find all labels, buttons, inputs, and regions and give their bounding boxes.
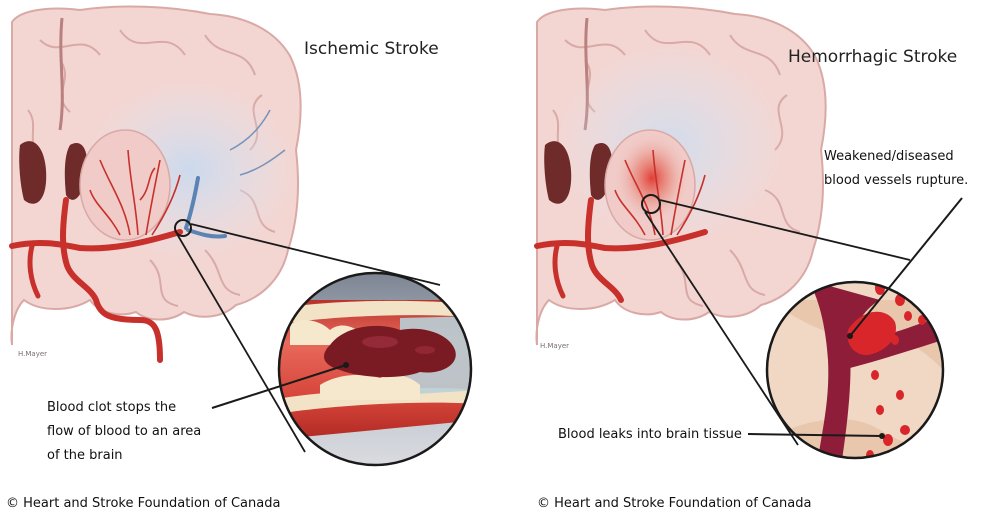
left-artist-signature: H.Mayer (18, 350, 47, 358)
left-copyright-credit: © Heart and Stroke Foundation of Canada (6, 496, 280, 511)
hemorrhagic-stroke-title: Hemorrhagic Stroke (788, 47, 957, 67)
left-midline-fissure (60, 18, 62, 130)
left-basal-ganglia (80, 130, 170, 240)
clot-annotation-line-3: of the brain (47, 444, 201, 468)
clot-annotation: Blood clot stops the flow of blood to an… (47, 396, 201, 468)
clot-annotation-line-2: flow of blood to an area (47, 420, 201, 444)
right-artist-signature: H.Mayer (540, 342, 569, 350)
ischemic-stroke-title: Ischemic Stroke (304, 39, 439, 59)
right-copyright-credit: © Heart and Stroke Foundation of Canada (537, 496, 811, 511)
rupture-annotation-line-2: blood vessels rupture. (824, 169, 968, 193)
clot-annotation-line-1: Blood clot stops the (47, 396, 201, 420)
left-magnifier (212, 273, 480, 465)
leak-annotation-line: Blood leaks into brain tissue (558, 423, 742, 447)
rupture-annotation: Weakened/diseased blood vessels rupture. (824, 145, 968, 193)
rupture-annotation-line-1: Weakened/diseased (824, 145, 968, 169)
right-hemorrhage-glow (612, 130, 692, 226)
leak-annotation: Blood leaks into brain tissue (558, 423, 742, 447)
left-blood-clot (324, 326, 456, 377)
